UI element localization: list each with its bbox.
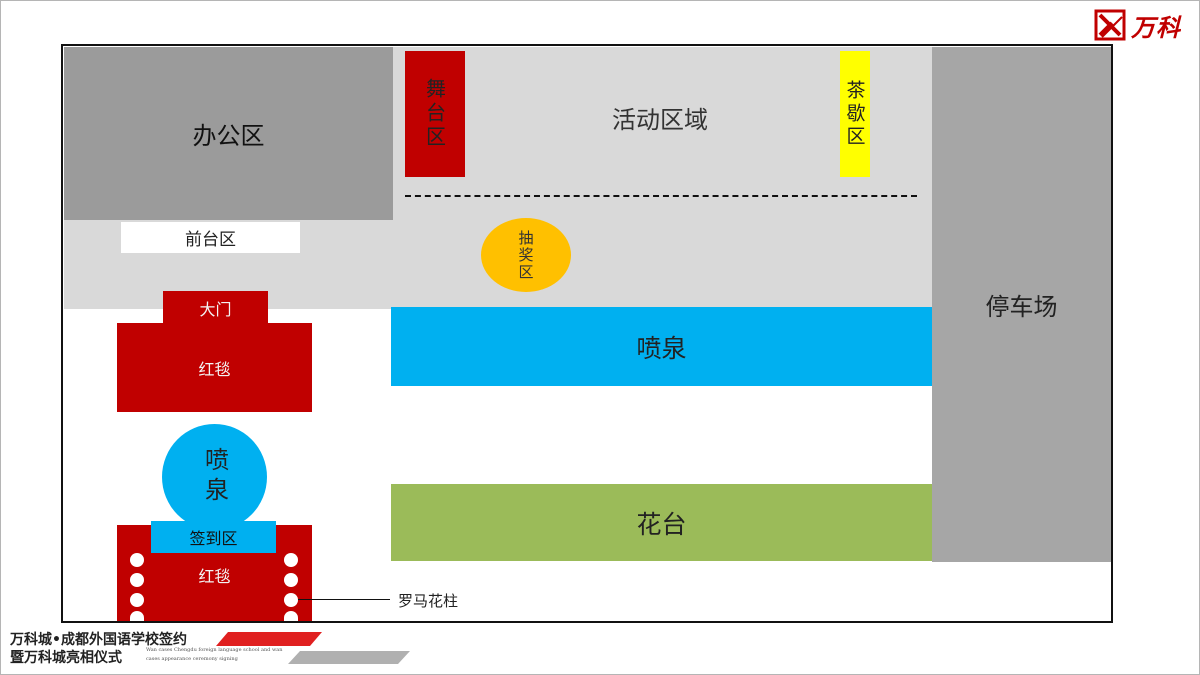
roman-pillar (130, 611, 144, 621)
parking-lot: 停车场 (932, 47, 1111, 562)
logo-text: 万科 (1131, 13, 1181, 42)
stage-label: 舞台区 (422, 78, 447, 150)
footer-title-line1: 万科城•成都外国语学校签约 (10, 632, 187, 648)
sign-in-zone: 签到区 (151, 521, 276, 553)
roman-pillar (284, 593, 298, 607)
vanke-logo (1094, 8, 1194, 42)
tea-break-label: 茶歇区 (843, 79, 866, 149)
office-zone: 办公区 (64, 47, 393, 220)
stage-zone: 舞台区 (405, 51, 465, 177)
main-gate: 大门 (163, 291, 268, 324)
footer-title-line2: 暨万科城亮相仪式 (10, 650, 122, 666)
main-fountain: 喷泉 (391, 307, 932, 386)
lottery-label: 抽奖区 (516, 229, 535, 281)
lottery-zone: 抽奖区 (481, 218, 571, 292)
roman-pillar (130, 573, 144, 587)
roman-pillar (284, 553, 298, 567)
small-fountain-label: 喷泉 (200, 447, 229, 507)
tea-break-zone: 茶歇区 (840, 51, 870, 177)
roman-pillar (284, 611, 298, 621)
reception-zone: 前台区 (121, 222, 300, 253)
roman-pillar (130, 553, 144, 567)
roman-pillar (284, 573, 298, 587)
footer-banner-stripes (216, 632, 410, 664)
roman-pillar-label: 罗马花柱 (398, 591, 459, 610)
roman-pillar (130, 593, 144, 607)
flower-bed: 花台 (391, 484, 932, 561)
roman-pillar-leader-line (298, 599, 390, 600)
small-fountain: 喷泉 (162, 424, 267, 530)
dashed-divider (405, 195, 917, 197)
red-carpet-lower-label: 红毯 (198, 567, 231, 586)
footer-english-line2: cases appearance ceremony signing (146, 656, 238, 662)
footer-english-line1: Wan cases Chengdu foreign language schoo… (146, 647, 283, 653)
vanke-logo-icon (1094, 9, 1126, 41)
red-carpet-upper: 红毯 (117, 323, 312, 412)
activity-area-label: 活动区域 (612, 105, 708, 134)
